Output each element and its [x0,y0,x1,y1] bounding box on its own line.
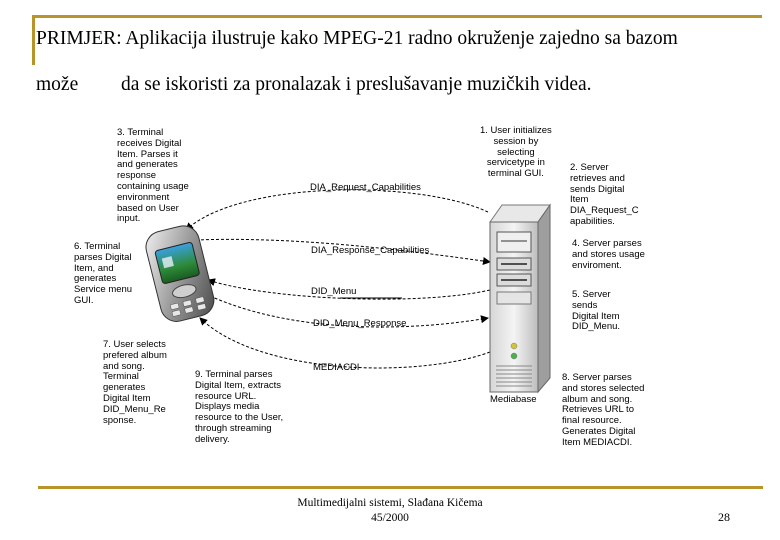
step-8-note: 8. Server parses and stores selected alb… [562,372,645,448]
page-number: 28 [718,510,730,524]
title-frame-top [32,15,762,18]
message-arcs [185,189,491,369]
msg-did-menu-response: DID_Menu_Response [313,318,407,329]
arc-dia-response [195,238,491,265]
slide-title-line2-rest: da se iskoristi za pronalazak i presluša… [121,74,592,95]
server-label: Mediabase [490,394,537,405]
step-9-note: 9. Terminal parses Digital Item, extract… [195,369,284,445]
phone-icon [145,225,215,322]
step-4-note: 4. Server parses and stores usage enviro… [572,238,645,271]
footer-rule [38,486,763,489]
title-frame-left [32,15,35,65]
step-7-note: 7. User selects prefered album and song.… [103,339,167,426]
slide-title-line2-word: može [36,74,79,95]
msg-mediacdi: MEDIACDI [313,362,360,373]
slide-title-line1: PRIMJER: Aplikacija ilustruje kako MPEG-… [36,28,678,49]
arc-mediacdi [199,317,491,369]
footer: Multimedijalni sistemi, Slađana Kičema 4… [270,496,510,526]
step-6-note: 6. Terminal parses Digital Item, and gen… [74,241,133,306]
msg-dia-request-capabilities: DIA_Request_Capabilities [310,182,421,193]
step-5-note: 5. Server sends Digital Item DID_Menu. [572,289,621,333]
msg-dia-response-capabilities: DIA_Response_Capabilities [311,245,430,256]
footer-author: Multimedijalni sistemi, Slađana Kičema [297,497,483,509]
server-icon [489,203,551,394]
msg-did-menu: DID_Menu [311,286,357,297]
step-3-note: 3. Terminal receives Digital Item. Parse… [117,127,189,225]
step-1-note: 1. User initializes session by selecting… [480,125,552,180]
arc-dia-request [185,189,489,231]
arc-did-menu [207,278,491,300]
arc-did-menu-response [209,295,489,328]
footer-index: 45/2000 [371,512,409,524]
step-2-note: 2. Server retrieves and sends Digital It… [570,162,639,227]
